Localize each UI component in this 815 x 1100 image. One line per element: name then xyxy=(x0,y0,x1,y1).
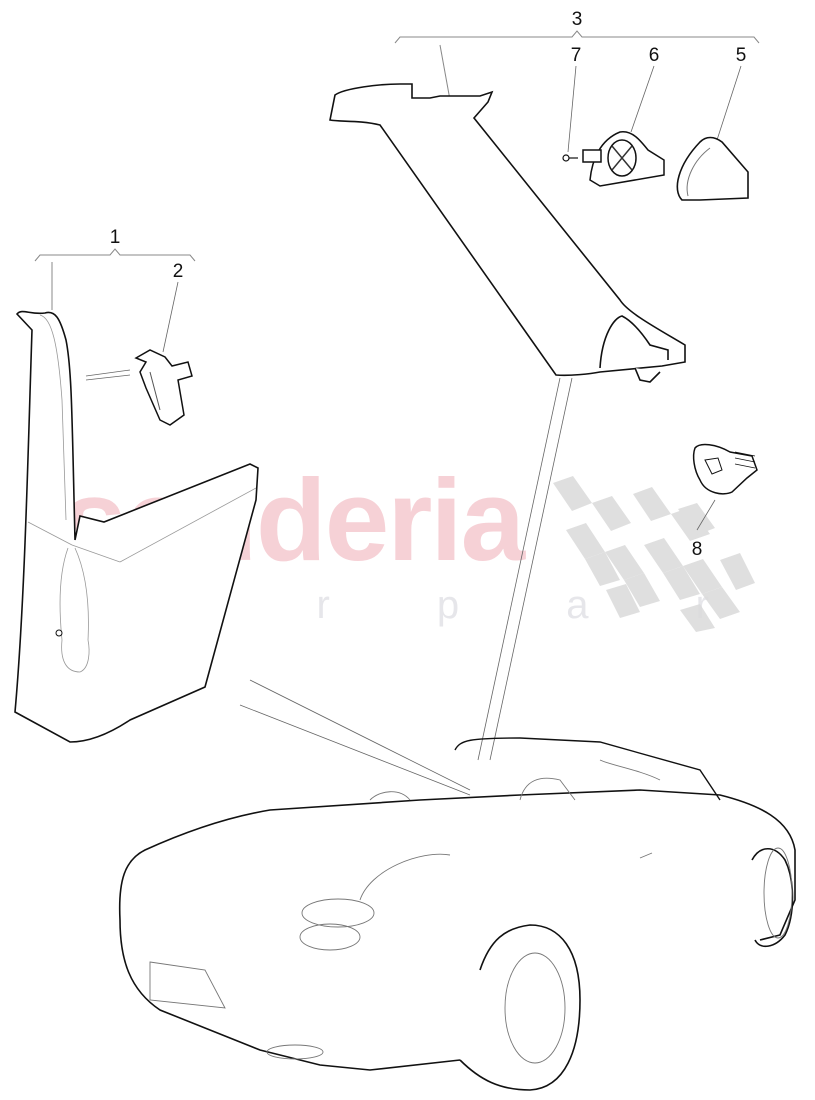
cover-cap xyxy=(676,136,749,201)
bracket-3 xyxy=(394,30,760,101)
retaining-clip xyxy=(134,349,193,426)
side-trim-panel xyxy=(14,310,259,743)
checkered-flag-icon xyxy=(553,476,755,632)
callout-6[interactable]: 6 xyxy=(648,45,660,66)
fastener-clip xyxy=(692,443,758,495)
pillar-trim xyxy=(329,83,686,383)
vent-housing xyxy=(582,131,665,187)
callout-7[interactable]: 7 xyxy=(570,45,582,66)
callout-2[interactable]: 2 xyxy=(172,261,184,282)
callout-1[interactable]: 1 xyxy=(109,227,121,248)
car-details xyxy=(149,759,793,1064)
leader-lines xyxy=(85,65,742,796)
callout-3[interactable]: 3 xyxy=(571,9,583,30)
callout-5[interactable]: 5 xyxy=(735,45,747,66)
bracket-1 xyxy=(34,248,196,310)
screw-icon xyxy=(562,154,578,162)
callout-8[interactable]: 8 xyxy=(691,539,703,560)
car-illustration xyxy=(118,737,796,1091)
